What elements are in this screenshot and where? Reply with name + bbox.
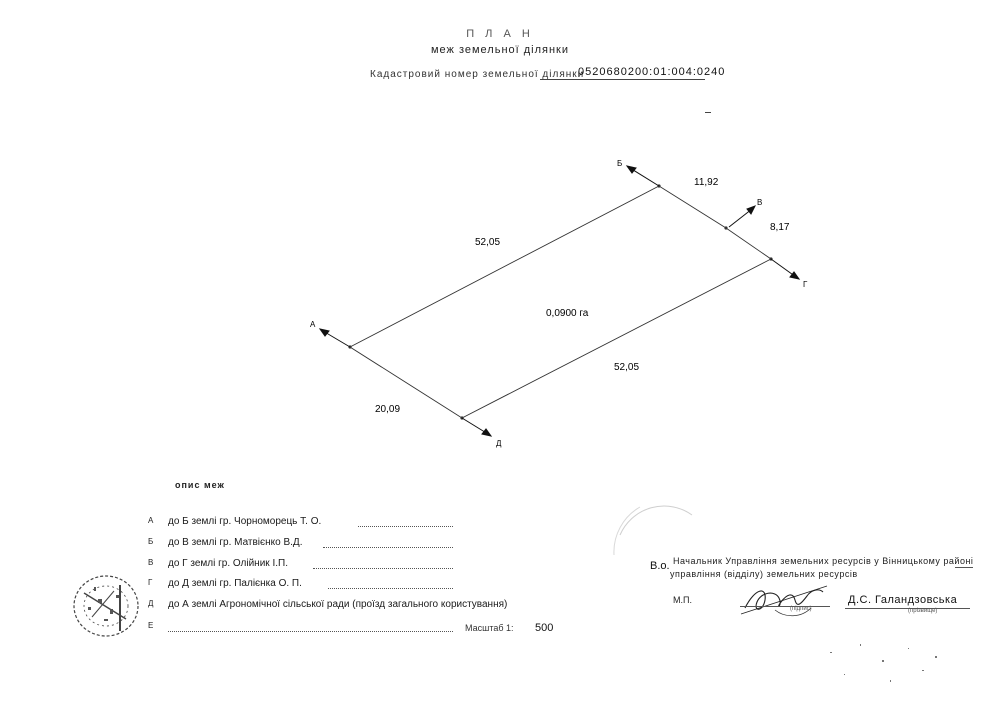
arrow-v-head	[746, 205, 757, 215]
signature-line	[740, 606, 830, 607]
arrow-b-head	[625, 165, 637, 174]
stamp-seal	[73, 575, 139, 637]
boundary-key: В	[148, 558, 154, 567]
boundary-text: до Д землі гр. Палієнка О. П.	[168, 578, 302, 589]
boundary-fill-line	[358, 526, 453, 527]
document-subtitle: меж земельної ділянки	[430, 44, 570, 56]
side-length-d-a: 20,09	[375, 404, 400, 415]
point-label-g: Г	[803, 280, 808, 289]
scale-value: 500	[535, 622, 554, 634]
plot-boundary	[349, 185, 772, 419]
arrow-g-head	[789, 271, 801, 280]
side-length-a-b: 52,05	[475, 237, 500, 248]
official-stamp-faint	[613, 505, 693, 556]
boundary-key: Д	[148, 599, 154, 608]
point-label-d: Д	[496, 439, 502, 448]
acting-prefix: В.о.	[650, 560, 670, 572]
stamp-place-label: М.П.	[673, 595, 692, 605]
name-caption: (прізвище)	[908, 608, 938, 614]
plot-area: 0,0900 га	[546, 308, 589, 319]
boundaries-heading: опис меж	[175, 480, 225, 490]
arrow-b	[629, 167, 660, 187]
arrow-a-head	[318, 328, 330, 337]
signatory-name: Д.С. Галандзовська	[848, 594, 958, 606]
side-length-b-v: 11,92	[694, 177, 719, 188]
scan-noise	[830, 644, 937, 682]
boundary-text: до Г землі гр. Олійник І.П.	[168, 558, 288, 569]
document-title: П Л А Н	[466, 28, 534, 40]
point-label-a: А	[310, 320, 316, 329]
arrow-v	[728, 208, 753, 228]
vertex-markers	[348, 184, 773, 420]
signatory-position-line1: Начальник Управління земельних ресурсів …	[673, 556, 974, 566]
boundary-text: до Б землі гр. Чорноморець Т. О.	[168, 516, 322, 527]
boundary-key: Б	[148, 537, 154, 546]
cadastral-underline	[540, 79, 705, 80]
point-label-b: Б	[617, 159, 622, 168]
side-length-g-d: 52,05	[614, 362, 639, 373]
scale-label: Масштаб 1:	[465, 623, 514, 633]
arrow-d-head	[481, 428, 493, 437]
position-underline	[955, 567, 973, 568]
boundary-key: Е	[148, 621, 154, 630]
handwritten-signature	[740, 585, 828, 617]
side-length-v-g: 8,17	[770, 222, 790, 233]
boundary-text: до В землі гр. Матвієнко В.Д.	[168, 537, 303, 548]
cadastral-label: Кадастровий номер земельної ділянки	[370, 69, 585, 80]
boundary-key: Г	[148, 578, 153, 587]
boundary-fill-line	[323, 547, 453, 548]
boundary-key: А	[148, 516, 154, 525]
boundary-fill-line	[168, 631, 453, 632]
cadastral-number: 0520680200:01:004:0240	[578, 66, 726, 78]
boundary-text: до А землі Агрономічної сільської ради (…	[168, 599, 508, 610]
name-underline	[845, 608, 970, 609]
scan-mark	[705, 112, 711, 113]
signatory-position-line2: управління (відділу) земельних ресурсів	[670, 569, 858, 579]
signature-caption: (підпис)	[790, 606, 812, 612]
boundary-fill-line	[313, 568, 453, 569]
point-label-v: В	[757, 198, 762, 207]
boundary-fill-line	[328, 588, 453, 589]
